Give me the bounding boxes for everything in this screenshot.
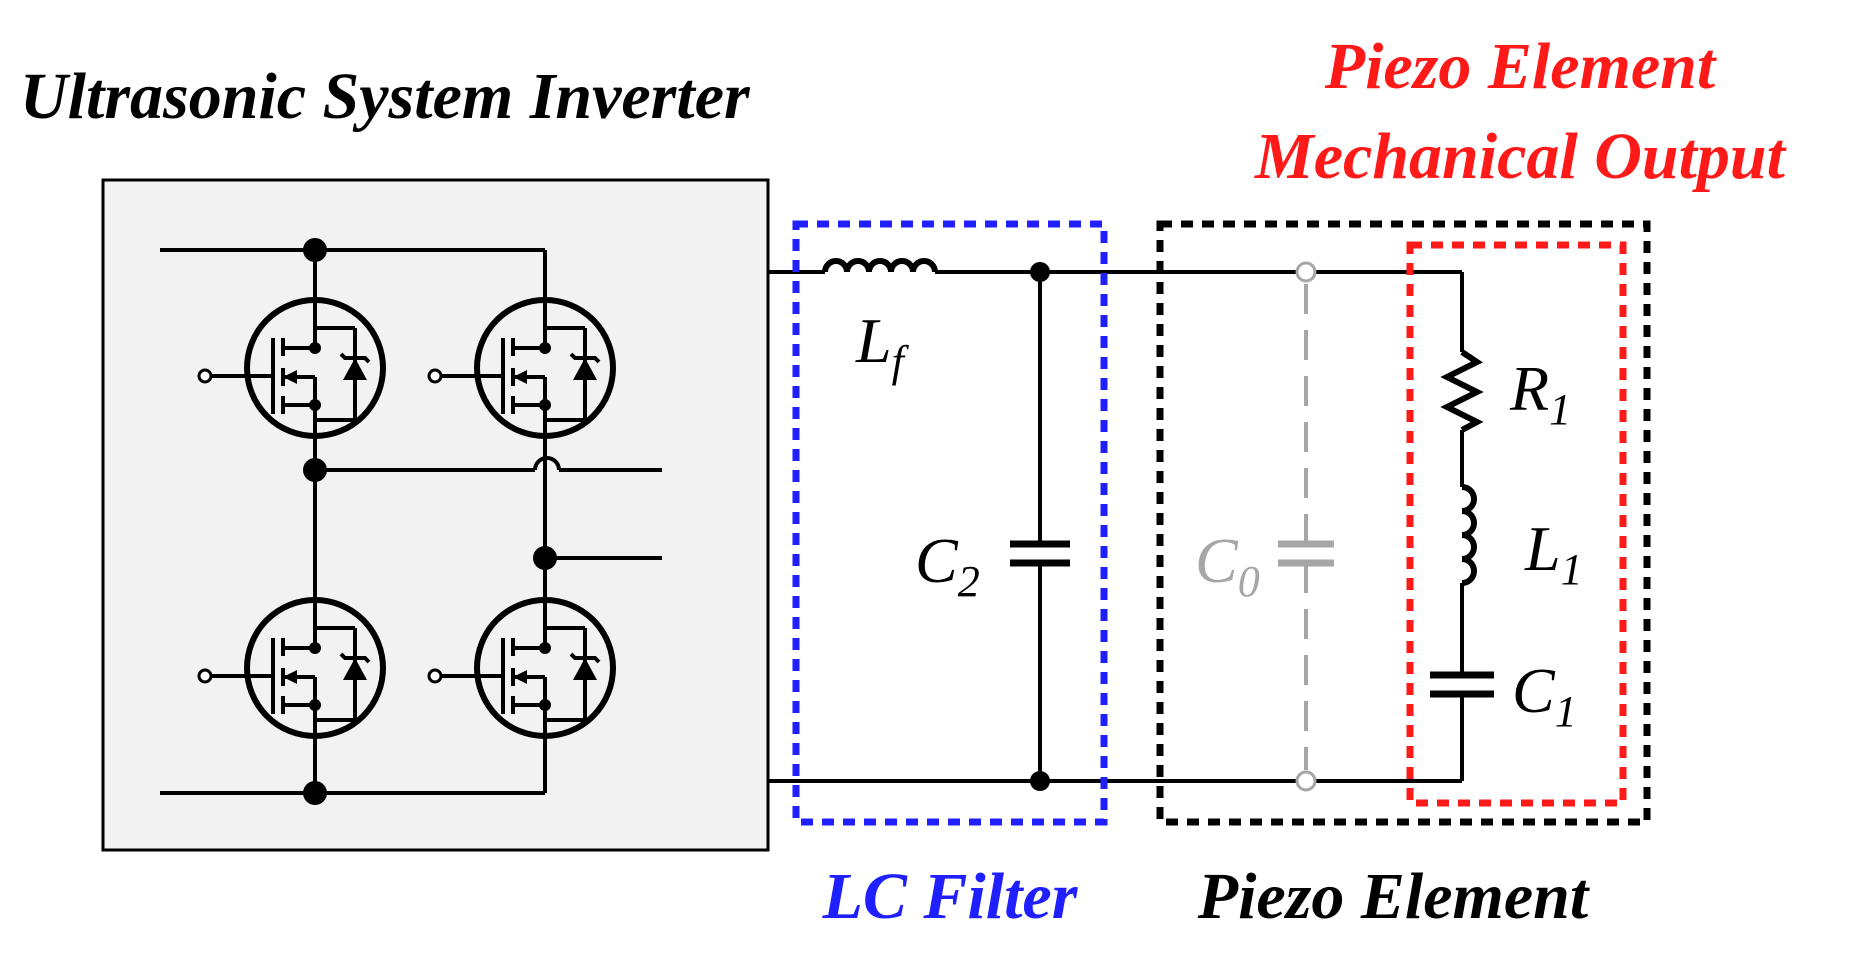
- inductor-l1: [1461, 484, 1477, 586]
- mechanical-output-title-line1: Piezo Element: [1324, 30, 1717, 103]
- label-l1: L1: [1524, 513, 1583, 594]
- inductor-lf: [822, 258, 938, 273]
- lc-filter-box: [792, 220, 1108, 826]
- label-c2: C2: [915, 525, 980, 606]
- piezo-element-box: [1156, 220, 1651, 826]
- inverter-box: [101, 178, 770, 852]
- c0-top-terminal: [1295, 261, 1317, 283]
- label-c0: C0: [1195, 525, 1260, 606]
- label-r1: R1: [1509, 353, 1571, 434]
- inverter-title: Ultrasonic System Inverter: [20, 60, 751, 133]
- piezo-element-title: Piezo Element: [1197, 860, 1590, 933]
- label-lf: Lf: [855, 305, 910, 386]
- resistor-r1: [1440, 349, 1484, 433]
- lc-filter-title: LC Filter: [822, 860, 1079, 933]
- c0-bottom-terminal: [1295, 770, 1317, 792]
- mechanical-output-title-line2: Mechanical Output: [1254, 120, 1787, 193]
- label-c1: C1: [1512, 655, 1577, 736]
- mechanical-output-box: [1406, 241, 1627, 807]
